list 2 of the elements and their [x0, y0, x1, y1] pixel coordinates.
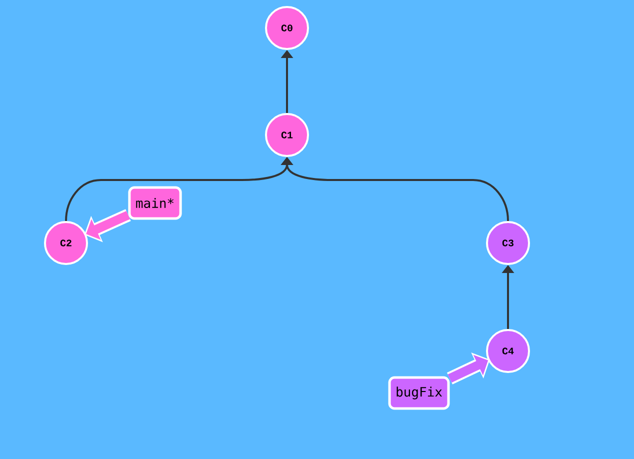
branch-label: main* — [128, 186, 182, 220]
branch-label: bugFix — [388, 376, 450, 410]
